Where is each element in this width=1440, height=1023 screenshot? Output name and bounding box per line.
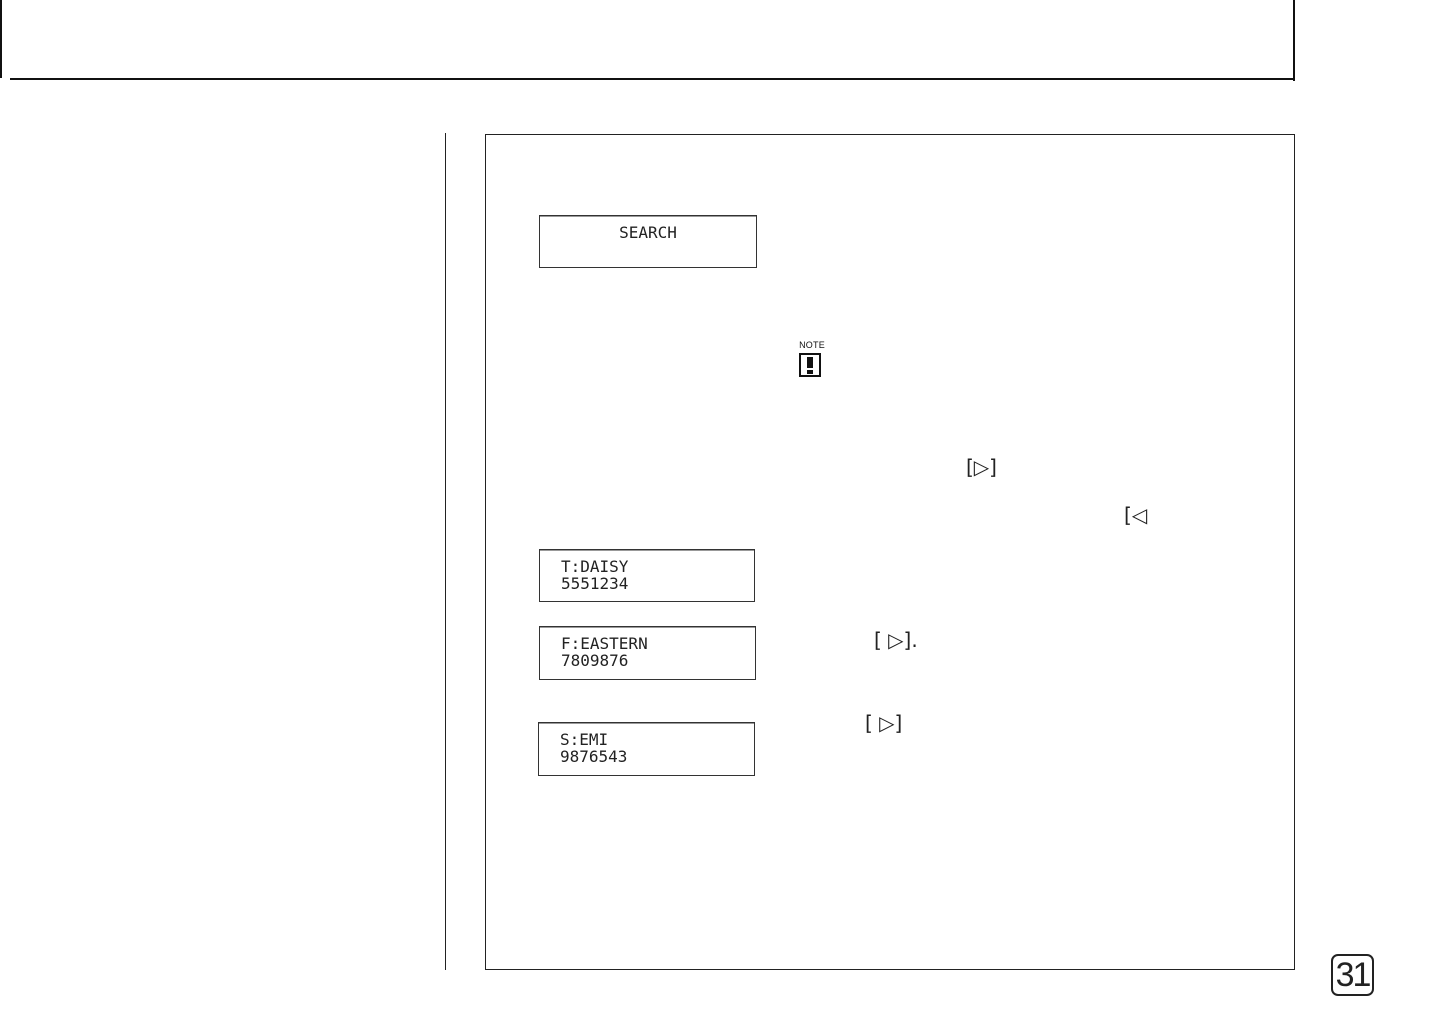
lcd-display-search: SEARCH xyxy=(539,215,757,268)
lcd-display-daisy: T:DAISY 5551234 xyxy=(539,549,755,602)
lcd-line-2: 7809876 xyxy=(561,651,629,670)
column-divider xyxy=(445,133,446,970)
lcd-line-1: F:EASTERN xyxy=(561,634,648,653)
right-arrow-key-icon: [▷] xyxy=(966,455,997,479)
header-bottom-rule xyxy=(10,78,1295,80)
page-number: 31 xyxy=(1331,954,1374,996)
lcd-display-eastern: F:EASTERN 7809876 xyxy=(539,626,756,680)
content-box xyxy=(485,134,1295,970)
lcd-line-2: 9876543 xyxy=(560,747,628,766)
note-label: NOTE xyxy=(799,340,825,350)
lcd-line-1: T:DAISY xyxy=(561,557,629,576)
right-arrow-key-icon: [ ▷]. xyxy=(874,628,918,652)
lcd-line-2: 5551234 xyxy=(561,574,629,593)
header-left-rule xyxy=(0,0,2,78)
exclamation-icon xyxy=(799,353,821,377)
header-right-rule xyxy=(1293,0,1295,81)
right-arrow-key-icon: [ ▷] xyxy=(865,711,903,735)
left-arrow-key-icon: [◁ xyxy=(1124,503,1148,527)
lcd-line-1: S:EMI xyxy=(560,730,609,749)
lcd-display-emi: S:EMI 9876543 xyxy=(538,722,755,776)
lcd-line-1: SEARCH xyxy=(619,223,677,242)
note-icon: NOTE xyxy=(797,340,827,382)
